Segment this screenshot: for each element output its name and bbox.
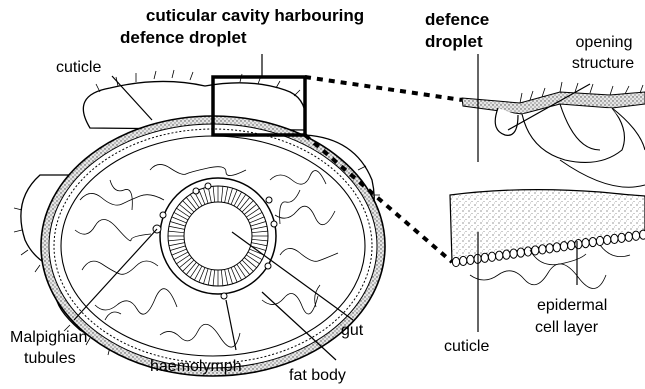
epidermal-cell (625, 232, 632, 241)
epidermal-cell (604, 235, 611, 244)
magnified-cuticle (450, 82, 645, 289)
label-opening-line2: structure (560, 54, 645, 73)
epidermal-cell (503, 250, 510, 259)
label-cuticle-left: cuticle (56, 58, 101, 77)
epidermal-cell (452, 257, 459, 266)
label-haemolymph: haemolymph (150, 357, 242, 376)
epidermal-cell (582, 239, 589, 248)
epidermal-cell (553, 243, 560, 252)
epidermal-cell (611, 234, 618, 243)
epidermal-cell (488, 252, 495, 261)
label-malpighian-line1: Malpighian (10, 328, 87, 347)
label-cavity-line2: defence droplet (120, 27, 247, 48)
label-malpighian-line2: tubules (24, 349, 76, 368)
epidermal-cell (632, 231, 639, 240)
label-cavity-line1: cuticular cavity harbouring (120, 5, 390, 26)
epidermal-cell (618, 233, 625, 242)
label-cuticle-right: cuticle (444, 337, 489, 356)
epidermal-cell (481, 253, 488, 262)
label-droplet-line2: droplet (425, 31, 483, 52)
epidermal-cell (596, 236, 603, 245)
epidermal-cell (589, 237, 596, 246)
label-gut: gut (341, 321, 363, 340)
epidermal-cell (568, 241, 575, 250)
epidermal-cell (517, 248, 524, 257)
label-epidermal-line2: cell layer (535, 318, 598, 337)
epidermal-cell (640, 230, 645, 239)
epidermal-cell (460, 256, 467, 265)
epidermal-cell (575, 240, 582, 249)
epidermal-cell (496, 251, 503, 260)
epidermal-cell (560, 242, 567, 251)
epidermal-cell (510, 249, 517, 258)
label-cuticular-cavity: cuticular cavity harbouring (120, 5, 390, 26)
epidermal-cell (539, 245, 546, 254)
label-fat-body: fat body (289, 366, 346, 385)
label-epidermal-line1: epidermal (537, 296, 607, 315)
epidermal-cell (467, 255, 474, 264)
label-droplet-line1: defence (425, 9, 489, 30)
label-opening-line1: opening (562, 33, 645, 52)
epidermal-cell (546, 244, 553, 253)
